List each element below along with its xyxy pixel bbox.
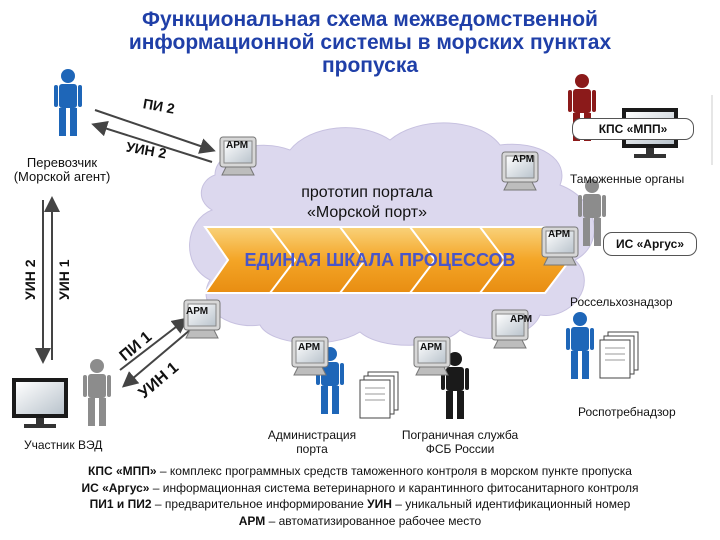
- legend-term: ИС «Аргус»: [81, 480, 150, 495]
- arm-label: АРМ: [298, 342, 321, 353]
- arm-label: АРМ: [226, 140, 249, 151]
- legend-text: – информационная система ветеринарного и…: [149, 480, 639, 495]
- border-line-2: ФСБ России: [425, 442, 495, 456]
- title-line-2: информационной системы в морских пунктах: [128, 31, 612, 54]
- portal-label: прототип портала «Морской порт»: [262, 183, 472, 223]
- ved-computer-icon: [12, 378, 68, 428]
- legend-line-4: АРМ – автоматизированное рабочее место: [0, 513, 720, 530]
- page-title: Функциональная схема межведомственной ин…: [90, 8, 650, 77]
- arm-label: АРМ: [512, 154, 535, 165]
- title-line-3: пропуска: [321, 54, 419, 77]
- document-stack-icon: [599, 331, 639, 379]
- port-admin-label: Администрация порта: [262, 428, 362, 456]
- rospotreb-label: Роспотребнадзор: [578, 405, 676, 419]
- carrier-label-line-1: Перевозчик: [26, 155, 98, 170]
- portal-line-2: «Морской порт»: [307, 204, 427, 221]
- portal-line-1: прототип портала: [301, 184, 433, 201]
- legend-text: – автоматизированное рабочее место: [265, 513, 482, 528]
- legend: КПС «МПП» – комплекс программных средств…: [0, 463, 720, 529]
- border-label: Пограничная служба ФСБ России: [400, 428, 520, 456]
- legend-line-2: ИС «Аргус» – информационная система вете…: [0, 480, 720, 497]
- legend-line-3: ПИ1 и ПИ2 – предварительное информирован…: [0, 496, 720, 513]
- flow-arrows: [35, 109, 216, 388]
- legend-term: УИН: [367, 497, 392, 511]
- rosselhoz-label: Россельхознадзор: [570, 295, 673, 309]
- rospotreb-person-icon: [566, 312, 594, 379]
- arm-label: АРМ: [548, 229, 571, 240]
- kps-system-box: КПС «МПП»: [572, 118, 694, 140]
- carrier-person-icon: [54, 69, 82, 136]
- customs-label: Таможенные органы: [570, 172, 685, 186]
- flow-label-uin1-side: УИН 1: [56, 259, 72, 300]
- legend-text: – предварительное информирование: [151, 497, 368, 511]
- port-admin-line-1: Администрация: [267, 428, 357, 442]
- border-line-1: Пограничная служба: [401, 428, 519, 442]
- port-admin-line-2: порта: [296, 442, 328, 456]
- legend-term: КПС «МПП»: [88, 464, 157, 478]
- arm-label: АРМ: [510, 314, 533, 325]
- carrier-label-line-2: (Морской агент): [13, 169, 111, 184]
- document-stack-icon: [359, 371, 399, 419]
- process-banner-label: ЕДИНАЯ ШКАЛА ПРОЦЕССОВ: [244, 250, 516, 270]
- arm-label: АРМ: [186, 306, 209, 317]
- ved-person-icon: [83, 359, 111, 426]
- legend-line-1: КПС «МПП» – комплекс программных средств…: [0, 463, 720, 480]
- arm-label: АРМ: [420, 342, 443, 353]
- title-line-1: Функциональная схема межведомственной: [142, 8, 598, 31]
- legend-text: – комплекс программных средств таможенно…: [156, 464, 632, 478]
- ved-label: Участник ВЭД: [24, 438, 103, 452]
- legend-text: – уникальный идентификационный номер: [391, 497, 631, 511]
- argus-system-box: ИС «Аргус»: [603, 232, 697, 256]
- flow-label-uin2-side: УИН 2: [22, 259, 38, 300]
- carrier-label: Перевозчик (Морской агент): [6, 156, 118, 184]
- legend-term: АРМ: [238, 513, 266, 528]
- legend-term: ПИ1 и ПИ2: [89, 497, 152, 511]
